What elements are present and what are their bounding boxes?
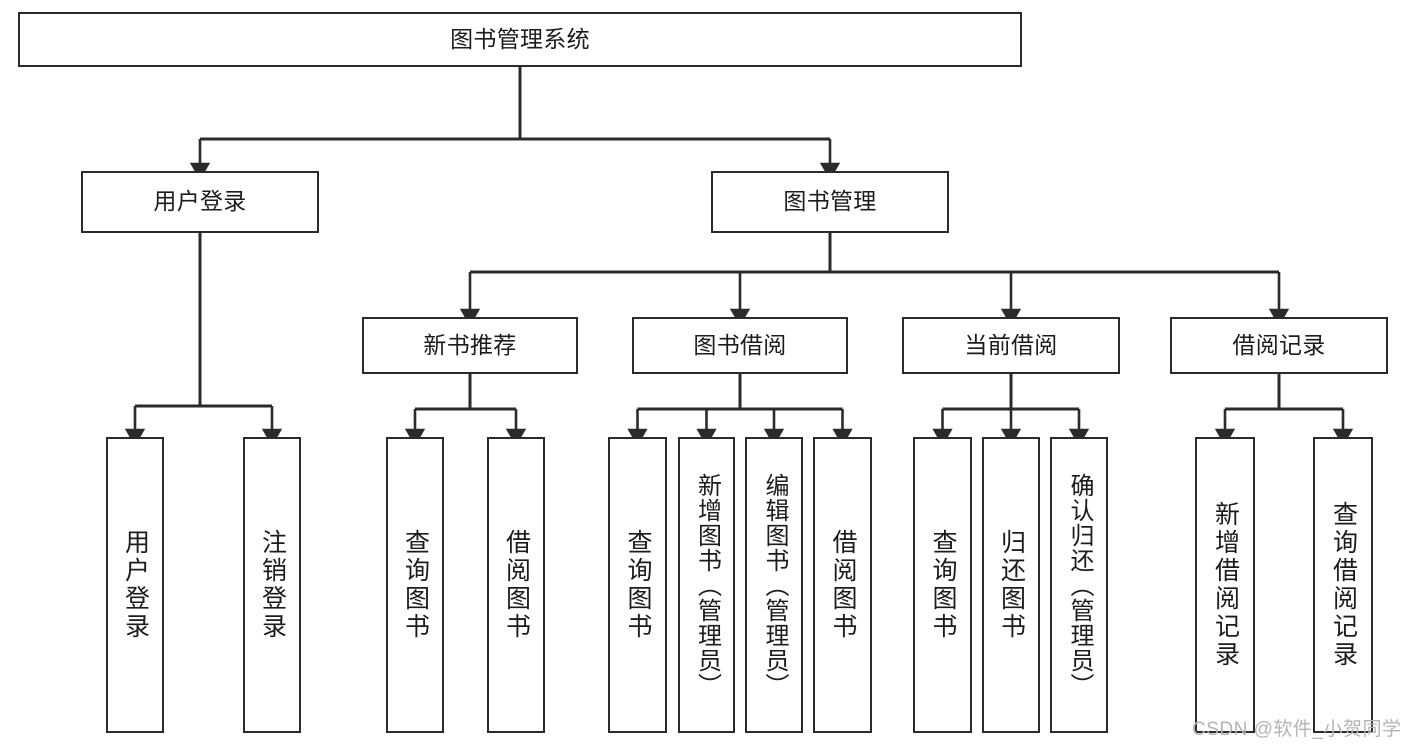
node-book-borrow[interactable]: 图书借阅 xyxy=(632,317,848,374)
connector-lines xyxy=(124,67,1354,447)
node-leaf-add-borrow-record[interactable]: 新增借阅记录 xyxy=(1195,437,1255,733)
node-user-login[interactable]: 用户登录 xyxy=(81,171,319,233)
node-label: 查询图书 xyxy=(624,529,652,641)
node-leaf-borrow-book-recommend[interactable]: 借阅图书 xyxy=(487,437,545,733)
node-label: 查询图书 xyxy=(401,529,430,641)
node-root[interactable]: 图书管理系统 xyxy=(18,12,1022,67)
node-leaf-confirm-return[interactable]: 确认归还（管理员） xyxy=(1050,437,1108,733)
node-label: 查询图书 xyxy=(929,529,957,641)
node-label: 借阅图书 xyxy=(502,529,531,641)
node-label: 图书管理系统 xyxy=(450,25,590,52)
node-label: 借阅记录 xyxy=(1232,331,1326,358)
node-label: 新增图书（管理员） xyxy=(693,472,721,698)
node-new-book-recommend[interactable]: 新书推荐 xyxy=(362,317,578,374)
node-label: 确认归还（管理员） xyxy=(1066,472,1093,698)
node-current-borrow[interactable]: 当前借阅 xyxy=(902,317,1120,374)
watermark: CSDN @软件_小贺同学 xyxy=(1192,719,1402,740)
node-leaf-query-book-current[interactable]: 查询图书 xyxy=(913,437,972,733)
node-label: 编辑图书（管理员） xyxy=(761,472,788,698)
node-leaf-query-book-borrow[interactable]: 查询图书 xyxy=(608,437,667,733)
node-leaf-query-borrow-record[interactable]: 查询借阅记录 xyxy=(1313,437,1373,733)
node-leaf-user-logout[interactable]: 注销登录 xyxy=(243,437,301,733)
node-label: 用户登录 xyxy=(153,188,247,215)
node-leaf-edit-book[interactable]: 编辑图书（管理员） xyxy=(745,437,803,733)
node-label: 注销登录 xyxy=(258,529,287,641)
node-label: 查询借阅记录 xyxy=(1329,501,1358,669)
node-label: 新书推荐 xyxy=(423,331,517,358)
node-leaf-borrow-book[interactable]: 借阅图书 xyxy=(813,437,872,733)
node-label: 图书管理 xyxy=(783,188,877,215)
node-label: 借阅图书 xyxy=(829,529,857,641)
node-leaf-user-login[interactable]: 用户登录 xyxy=(106,437,164,733)
node-label: 新增借阅记录 xyxy=(1211,501,1240,669)
node-leaf-query-book-recommend[interactable]: 查询图书 xyxy=(386,437,444,733)
node-leaf-return-book[interactable]: 归还图书 xyxy=(982,437,1040,733)
node-borrow-record[interactable]: 借阅记录 xyxy=(1170,317,1388,374)
node-label: 用户登录 xyxy=(121,529,150,641)
node-label: 图书借阅 xyxy=(693,331,787,358)
node-book-management[interactable]: 图书管理 xyxy=(711,171,949,233)
node-label: 当前借阅 xyxy=(964,331,1058,358)
node-label: 归还图书 xyxy=(997,529,1026,641)
node-leaf-add-book[interactable]: 新增图书（管理员） xyxy=(678,437,735,733)
